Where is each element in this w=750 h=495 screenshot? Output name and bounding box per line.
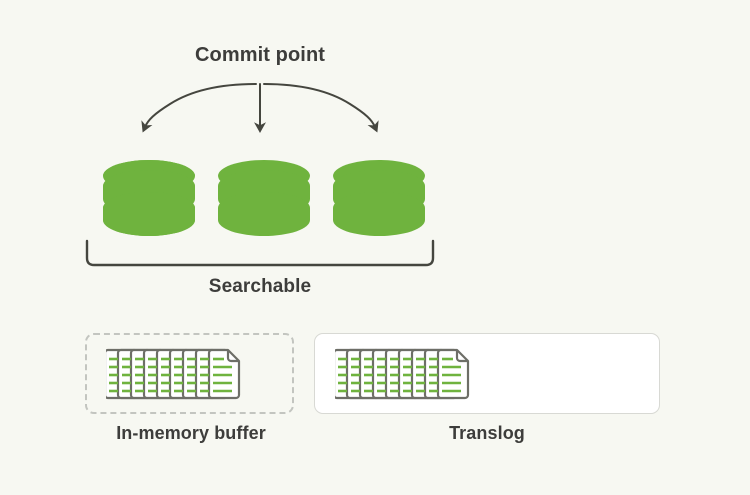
translog-box: [314, 333, 660, 414]
segment-2: [218, 160, 310, 236]
segment-1: [103, 160, 195, 236]
searchable-label: Searchable: [208, 276, 312, 297]
arrow-to-segment-3: [263, 83, 379, 133]
in-memory-buffer-box: [85, 333, 294, 414]
commit-point-label: Commit point: [194, 44, 326, 66]
arrow-to-segment-1: [141, 83, 257, 133]
bracket-icon: [85, 239, 435, 267]
translog-label: Translog: [449, 423, 525, 443]
in-memory-buffer-label: In-memory buffer: [116, 423, 266, 443]
in-memory-buffer-document-stack-icon: [106, 348, 241, 400]
segment-3: [333, 160, 425, 236]
translog-document-stack-icon: [335, 348, 470, 400]
